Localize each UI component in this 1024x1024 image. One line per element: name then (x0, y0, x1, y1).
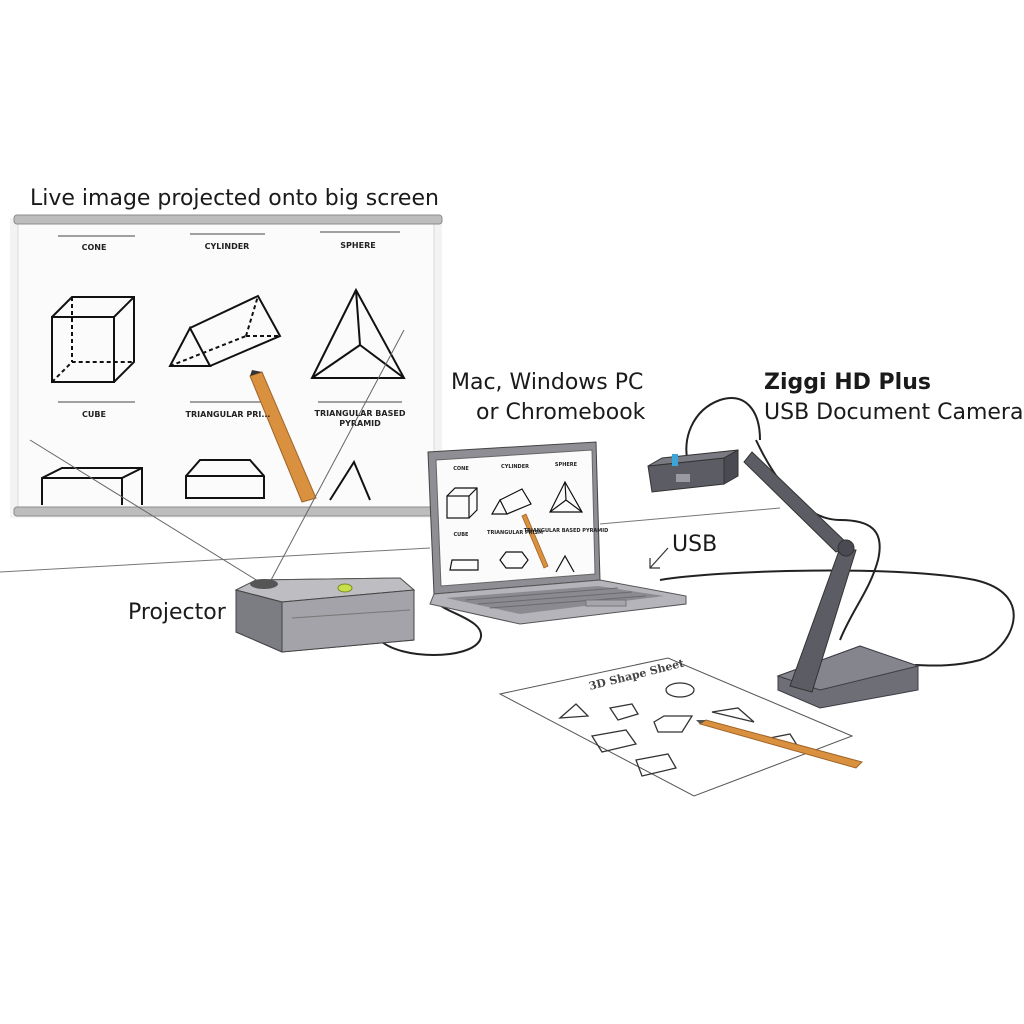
screen-label-sphere: SPHERE (340, 241, 375, 250)
floor-lines (0, 507, 781, 573)
screen-bottom-shapes (41, 459, 371, 505)
camera-name-label: Ziggi HD Plus (764, 370, 931, 395)
screen-cube-drawing (51, 296, 135, 383)
laptop-label-sphere: SPHERE (555, 462, 578, 468)
projection-screen (10, 214, 443, 518)
laptop-screen-drawings (446, 480, 584, 573)
document-camera (647, 449, 920, 709)
laptop (427, 441, 687, 625)
screen-pencil (249, 370, 317, 503)
computer-label-line2: or Chromebook (476, 400, 646, 425)
projector-label: Projector (128, 600, 226, 625)
laptop-label-pyramid: TRIANGULAR BASED PYRAMID (524, 528, 609, 534)
screen-label-pyramid-1: TRIANGULAR BASED (315, 409, 406, 418)
screen-label-cylinder: CYLINDER (205, 242, 250, 251)
laptop-label-cone: CONE (453, 466, 469, 472)
usb-pointer (649, 547, 669, 569)
camera-desc-label: USB Document Camera (764, 400, 1024, 425)
laptop-label-cube: CUBE (454, 532, 470, 538)
screen-label-cube: CUBE (82, 410, 106, 419)
screen-label-prism: TRIANGULAR PRI... (186, 410, 271, 419)
screen-prism-drawing (168, 294, 282, 367)
laptop-label-prism: TRIANGULAR PRISM (487, 530, 543, 536)
screen-pyramid-drawing (310, 287, 406, 379)
usb-label: USB (672, 532, 718, 557)
screen-label-cone: CONE (82, 243, 107, 252)
screen-label-pyramid-2: PYRAMID (339, 419, 381, 428)
computer-label-line1: Mac, Windows PC (451, 370, 644, 395)
screen-caption: Live image projected onto big screen (30, 186, 439, 211)
projector (234, 577, 416, 653)
laptop-label-cylinder: CYLINDER (501, 464, 529, 470)
projection-beams (29, 329, 405, 587)
